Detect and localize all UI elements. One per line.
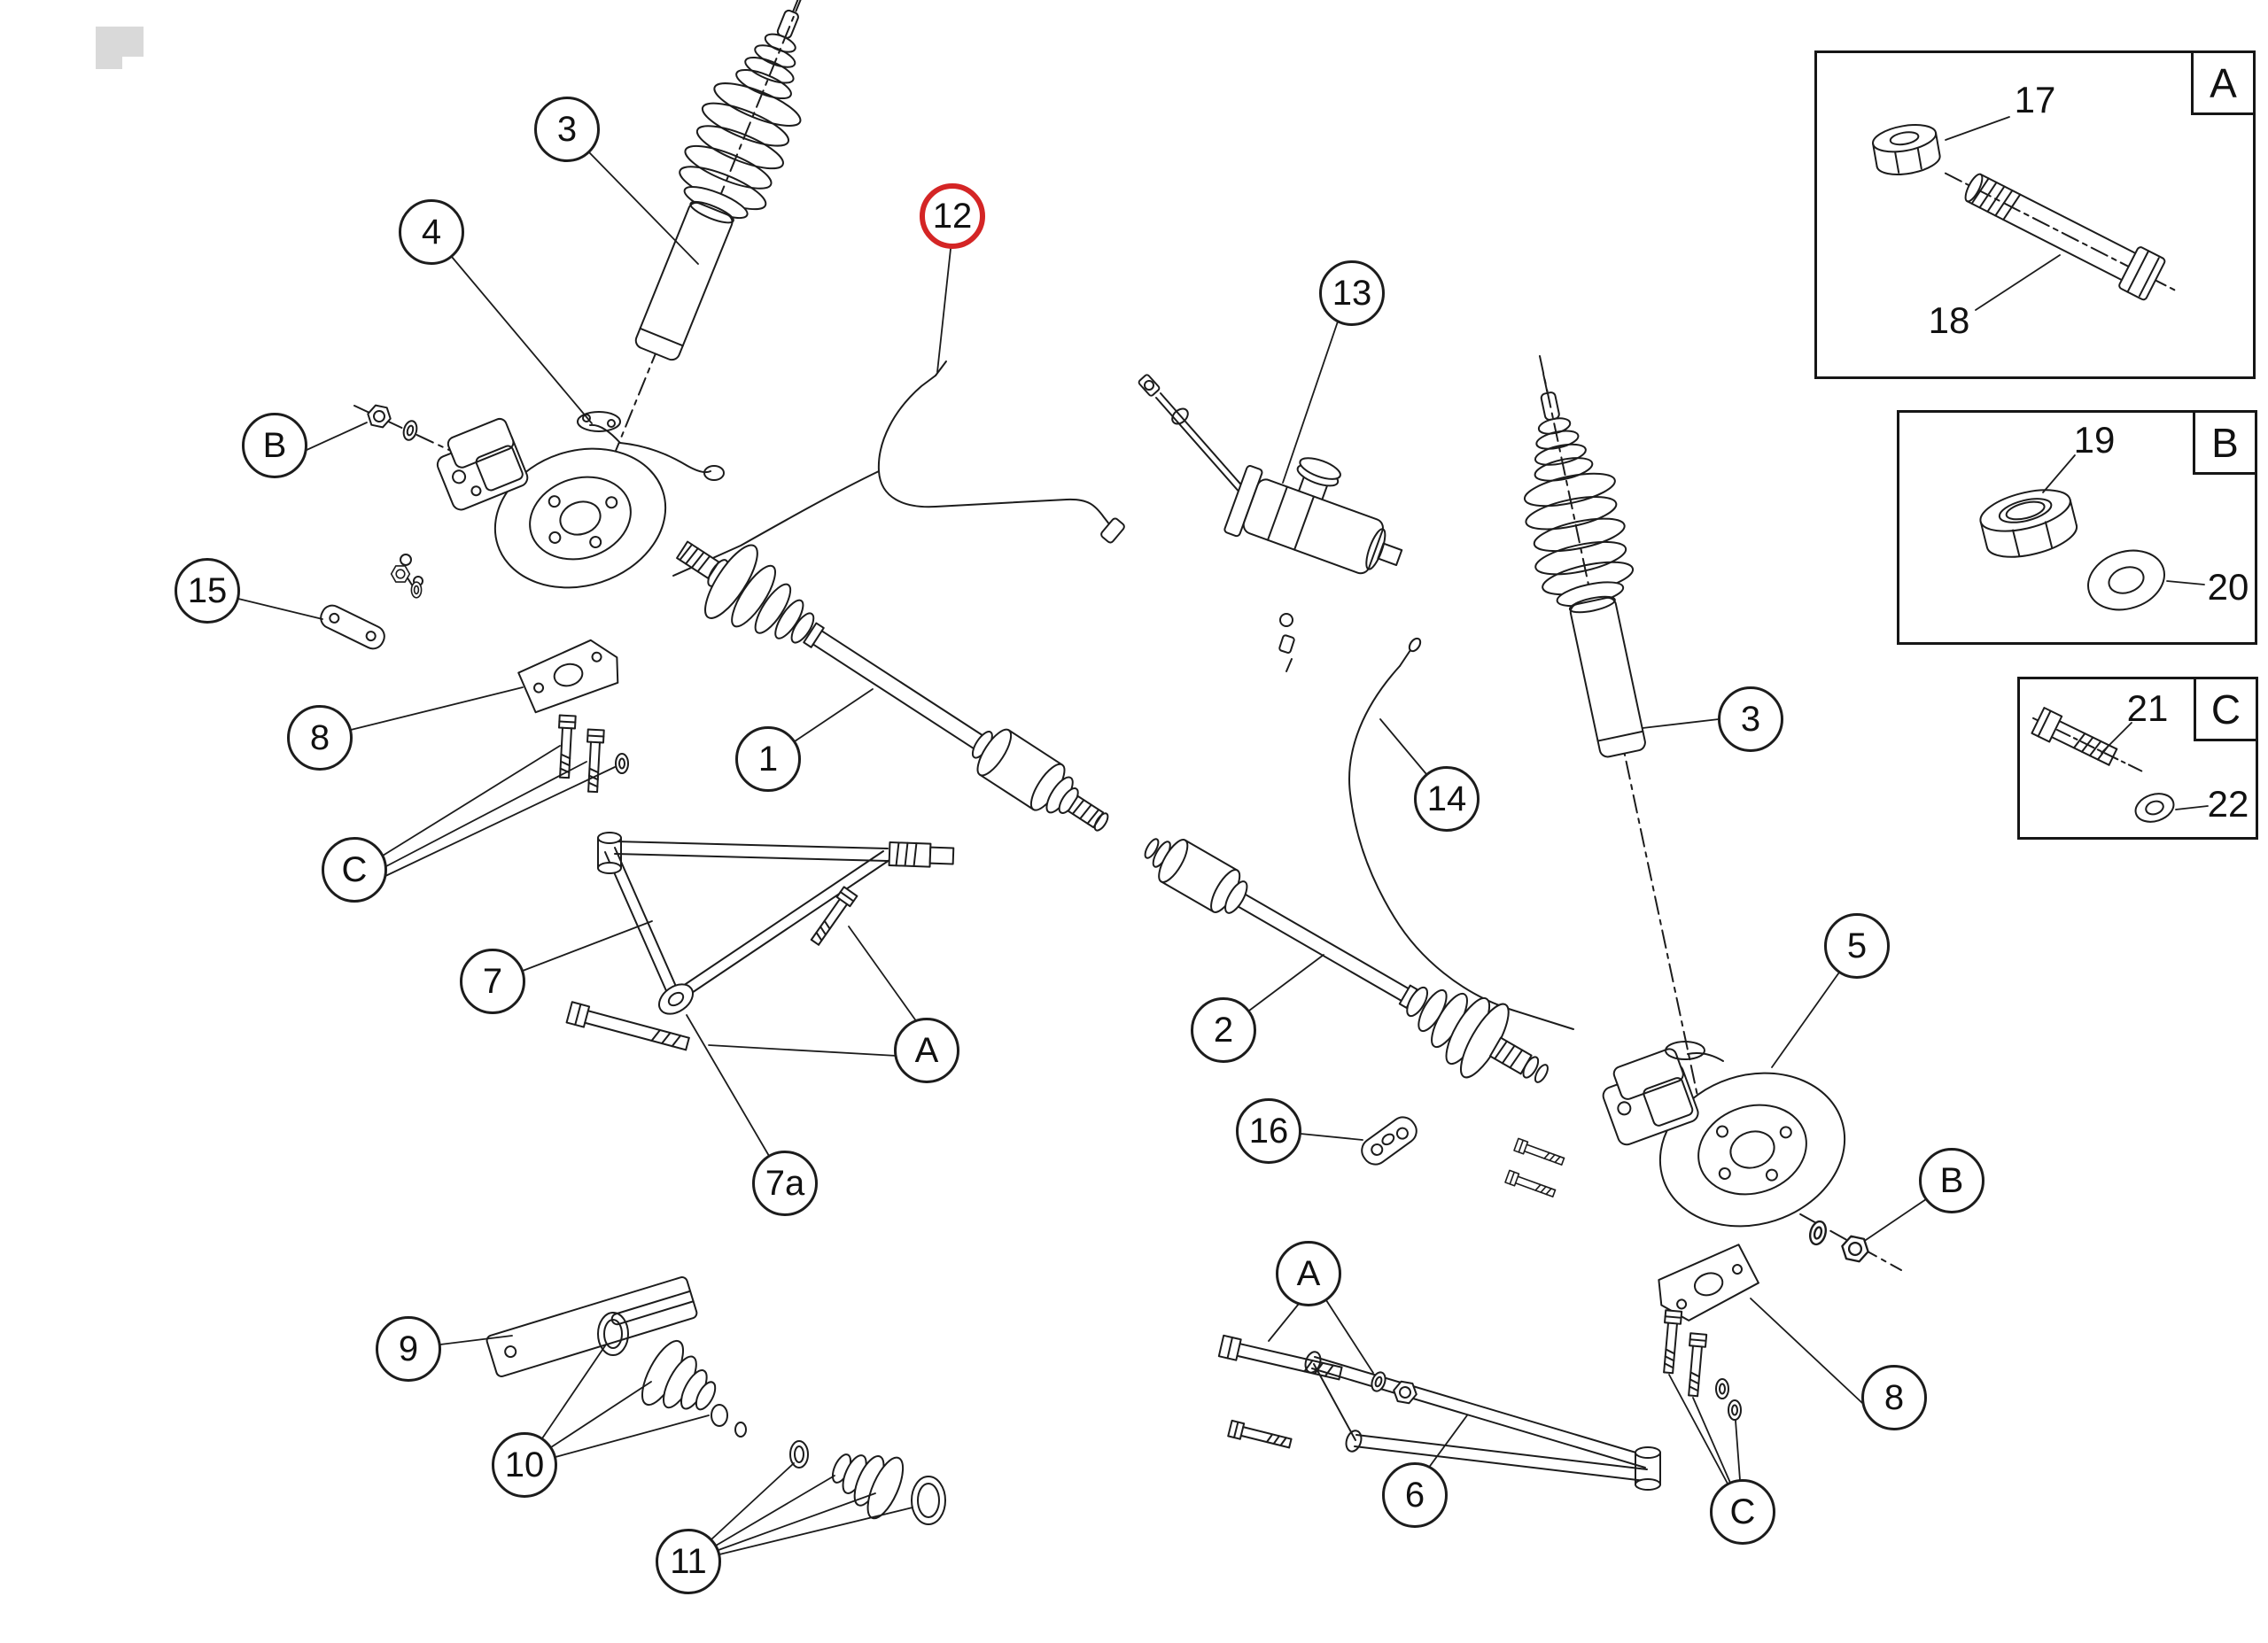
corner-artifact [96,27,144,69]
driveshaft-right [1144,838,1549,1083]
cv-boot-kit-left [597,1312,747,1438]
ref-b-right: B [1919,1148,1984,1213]
leader-lines [237,116,2209,1555]
callout-12-highlighted[interactable]: 12 [920,183,985,249]
ref-b-left: B [242,413,307,478]
hub-assembly-left [400,411,725,589]
inset-tag-b: B [2193,413,2255,475]
callout-10[interactable]: 10 [492,1432,557,1498]
callout-14[interactable]: 14 [1414,766,1480,832]
brake-pipe [672,360,1125,577]
inset-a-drawing [1872,124,2180,301]
callout-9[interactable]: 9 [376,1316,441,1382]
part-label-22[interactable]: 22 [2207,783,2249,825]
part-label-18[interactable]: 18 [1928,299,1970,341]
callout-2[interactable]: 2 [1191,997,1256,1063]
cv-boot-kit-right [789,1440,946,1525]
part-label-17[interactable]: 17 [2014,79,2056,120]
ref-a-right: A [1276,1241,1341,1306]
hub-assembly-right [1504,1041,1846,1228]
driveshaft-left [676,540,1109,832]
callout-16[interactable]: 16 [1236,1098,1301,1164]
callout-8-left[interactable]: 8 [287,705,353,771]
callout-8-right[interactable]: 8 [1861,1365,1927,1430]
callout-6[interactable]: 6 [1382,1462,1448,1528]
part-label-19[interactable]: 19 [2073,419,2116,461]
part-label-21[interactable]: 21 [2126,687,2169,729]
inset-box-b: B [1897,410,2257,645]
callout-3-right[interactable]: 3 [1718,686,1783,752]
bracket-left [514,633,626,716]
callout-7[interactable]: 7 [460,949,525,1014]
fasteners-c-left [555,714,629,794]
ref-c-left: C [322,837,387,903]
callout-15[interactable]: 15 [175,558,240,624]
part-label-20[interactable]: 20 [2207,566,2249,608]
brake-hose [1348,637,1574,1030]
inset-c-drawing [2031,707,2175,823]
fasteners-c-right [1659,1309,1742,1421]
ref-c-right: C [1710,1479,1775,1545]
inset-tag-c: C [2194,679,2256,741]
callout-1[interactable]: 1 [735,726,801,792]
inset-box-c: C [2017,677,2258,840]
callout-5[interactable]: 5 [1824,913,1890,979]
skid-plate [485,1276,698,1377]
inset-box-a: A [1814,50,2256,379]
callout-4[interactable]: 4 [399,199,464,265]
fasteners-b-right [1806,1218,1872,1264]
ref-a-left: A [894,1018,959,1083]
inset-b-drawing [1979,489,2165,611]
callout-3-left[interactable]: 3 [534,97,600,162]
callout-13[interactable]: 13 [1319,260,1385,326]
callout-7a[interactable]: 7a [752,1151,818,1216]
gasket [1361,1116,1418,1166]
master-cylinder [1138,374,1403,672]
wishbone-left [565,832,955,1056]
wishbone-right [1217,1334,1661,1491]
callout-11[interactable]: 11 [656,1529,721,1594]
inset-tag-a: A [2191,53,2253,115]
strut-left [610,0,846,373]
strap-bracket [320,565,423,650]
